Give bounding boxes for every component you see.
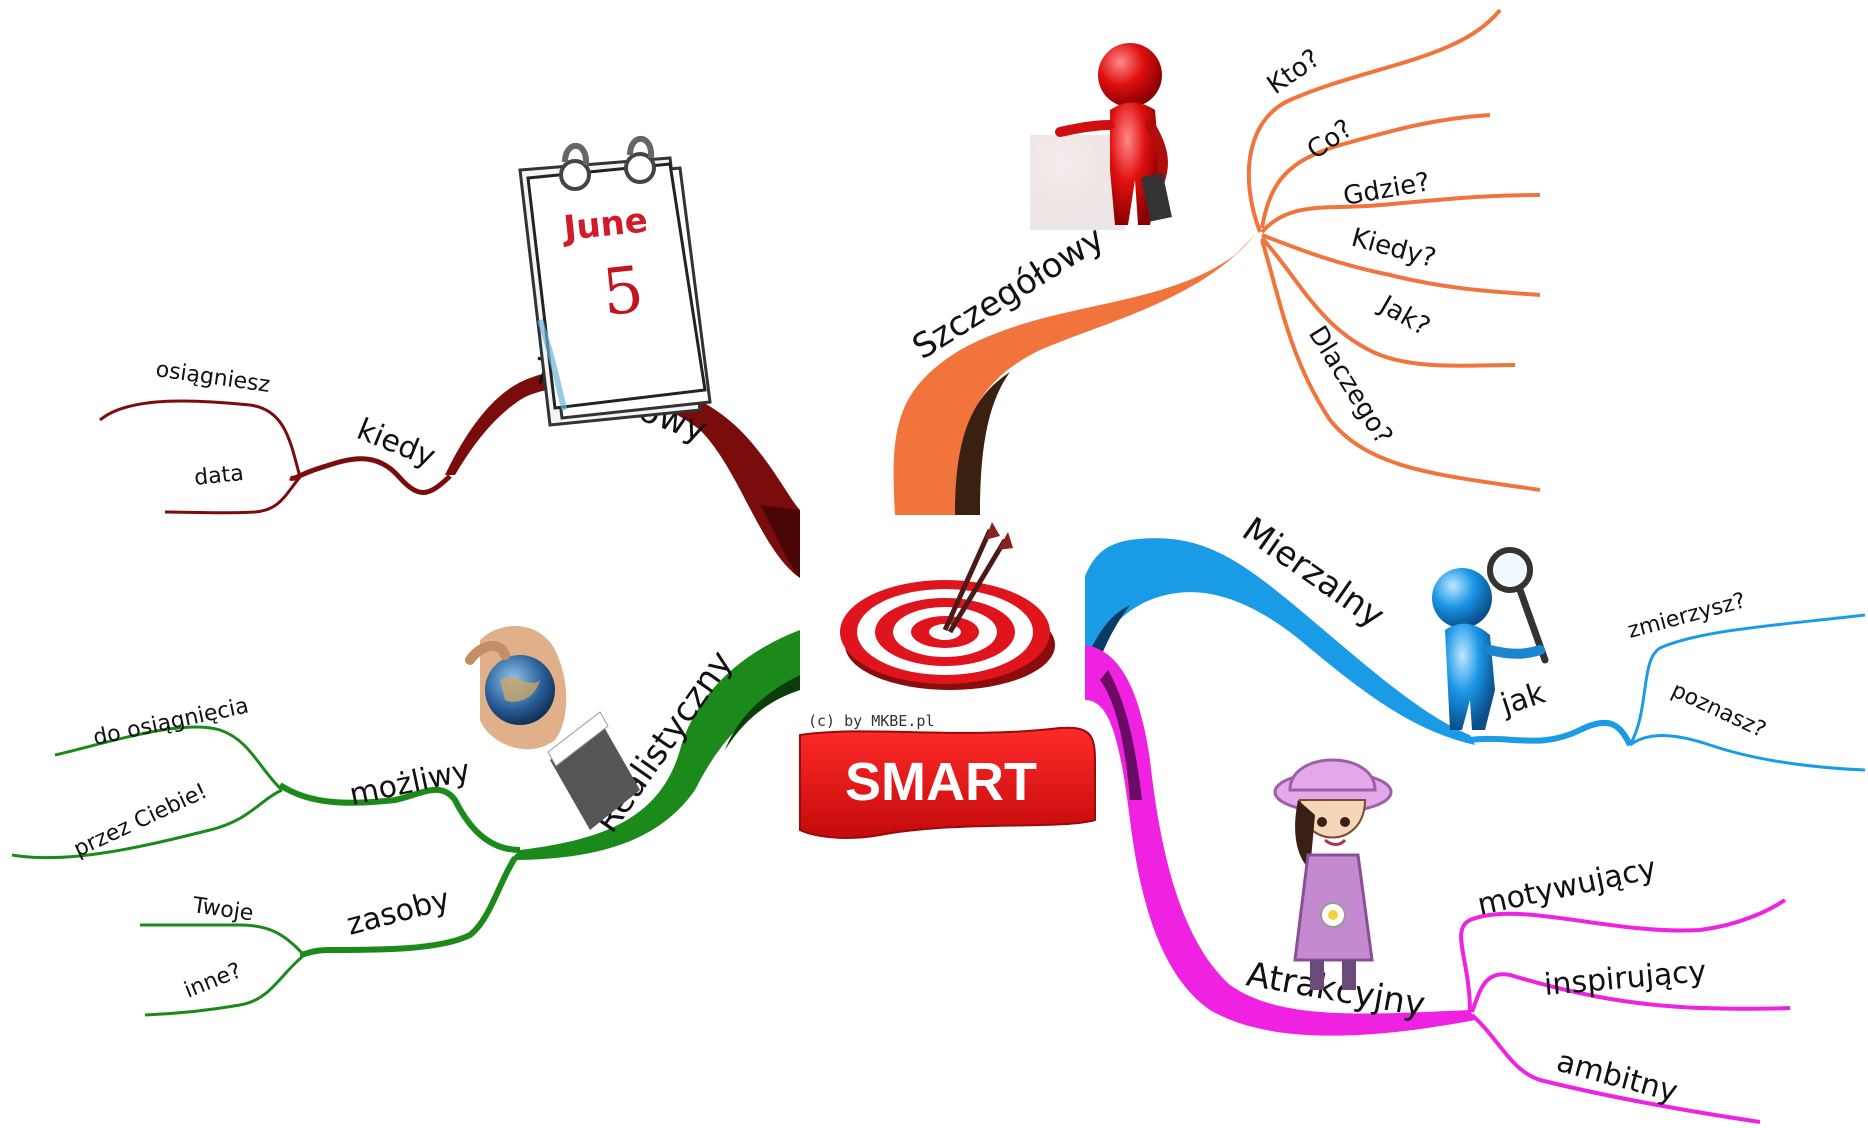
leaf-line-motywujacy bbox=[1459, 898, 1787, 1013]
leaf-motywujacy: motywujący bbox=[1474, 851, 1659, 923]
leaf-line-ambitny bbox=[1470, 1013, 1761, 1124]
leaf-line-przez-ciebie bbox=[11, 788, 283, 860]
leaf-jak: Jak? bbox=[1373, 289, 1435, 342]
leaf-line-dlaczego bbox=[1260, 239, 1541, 492]
leaf-osiagniesz: osiągniesz bbox=[154, 357, 271, 398]
leaf-data: data bbox=[193, 461, 245, 491]
atrakcyjny-trunk-shadow bbox=[1100, 670, 1142, 800]
branch-szczegolowy: Szczegółowy Kto? Co? Gdzie? Kiedy? Jak? … bbox=[893, 8, 1541, 515]
terminowy-trunk bbox=[445, 369, 800, 578]
center-node: (c) by MKBE.pl SMART bbox=[799, 515, 1096, 839]
branch-realistyczny: Realistyczny możliwy do osiągnięcia prze… bbox=[11, 626, 800, 1017]
mierzalny-trunk-shadow bbox=[1085, 605, 1130, 660]
leaf-line-kto bbox=[1246, 8, 1502, 233]
leaf-kiedy: Kiedy? bbox=[1348, 223, 1439, 274]
smart-banner bbox=[799, 726, 1096, 839]
leaf-line-inspirujacy bbox=[1470, 972, 1791, 1013]
branch-label-mierzalny: Mierzalny bbox=[1235, 510, 1392, 637]
terminowy-trunk-shadow bbox=[760, 505, 800, 578]
leaf-kto: Kto? bbox=[1262, 43, 1326, 100]
hand-holding-globe-icon bbox=[465, 626, 640, 830]
leaf-line-do-osiagniecia bbox=[54, 725, 284, 792]
leaf-line-twoje bbox=[140, 923, 304, 955]
sub-label-zasoby: zasoby bbox=[343, 882, 453, 943]
leaf-line-kiedy bbox=[1261, 233, 1541, 297]
girl-in-hat-icon bbox=[1273, 758, 1393, 990]
branch-terminowy: Terminowy kiedy osiągniesz data June 5 bbox=[99, 135, 800, 578]
leaf-line-osiagniesz bbox=[99, 399, 302, 478]
leaf-line-inne bbox=[144, 955, 303, 1017]
blue-figure-magnifier-icon bbox=[1432, 547, 1549, 730]
leaf-twoje: Twoje bbox=[190, 893, 255, 926]
leaf-do-osiagniecia: do osiągnięcia bbox=[91, 694, 251, 751]
target-with-arrows-icon bbox=[840, 522, 1055, 690]
leaf-inspirujacy: inspirujący bbox=[1543, 954, 1708, 1003]
szczegolowy-trunk bbox=[893, 235, 1255, 515]
mierzalny-trunk bbox=[1080, 538, 1475, 745]
calendar-month: June bbox=[560, 200, 650, 249]
jak-connector bbox=[1469, 719, 1633, 747]
kiedy-connector bbox=[289, 456, 452, 495]
red-figure-presenter-icon bbox=[1030, 43, 1172, 230]
branch-atrakcyjny: Atrakcyjny motywujący inspirujący ambitn… bbox=[1085, 645, 1791, 1124]
atrakcyjny-trunk bbox=[1085, 645, 1475, 1036]
leaf-line-co bbox=[1260, 113, 1491, 229]
leaf-line-poznasz bbox=[1629, 734, 1866, 772]
mozliwy-connector bbox=[278, 782, 521, 853]
leaf-line-gdzie bbox=[1260, 193, 1541, 234]
sub-label-jak: jak bbox=[1496, 676, 1550, 723]
calendar-day: 5 bbox=[599, 253, 647, 331]
szczegolowy-trunk-shadow bbox=[955, 372, 1010, 515]
leaf-zmierzysz: zmierzysz? bbox=[1625, 588, 1748, 643]
leaf-line-data bbox=[164, 476, 302, 515]
leaf-line-jak bbox=[1260, 236, 1516, 368]
leaf-line-zmierzysz bbox=[1628, 613, 1866, 746]
realistyczny-trunk bbox=[510, 630, 800, 860]
realistyczny-trunk-shadow bbox=[725, 675, 800, 750]
branch-mierzalny: Mierzalny jak zmierzysz? poznasz? bbox=[1080, 510, 1866, 772]
center-title: SMART bbox=[845, 752, 1037, 812]
zasoby-connector bbox=[299, 856, 518, 958]
leaf-inne: inne? bbox=[181, 958, 245, 1003]
credit-text: (c) by MKBE.pl bbox=[808, 712, 934, 730]
sub-label-kiedy: kiedy bbox=[352, 412, 440, 475]
leaf-poznasz: poznasz? bbox=[1667, 678, 1769, 743]
calendar-icon: June 5 bbox=[518, 135, 712, 427]
leaf-przez-ciebie: przez Ciebie! bbox=[70, 779, 211, 863]
leaf-ambitny: ambitny bbox=[1553, 1044, 1681, 1110]
